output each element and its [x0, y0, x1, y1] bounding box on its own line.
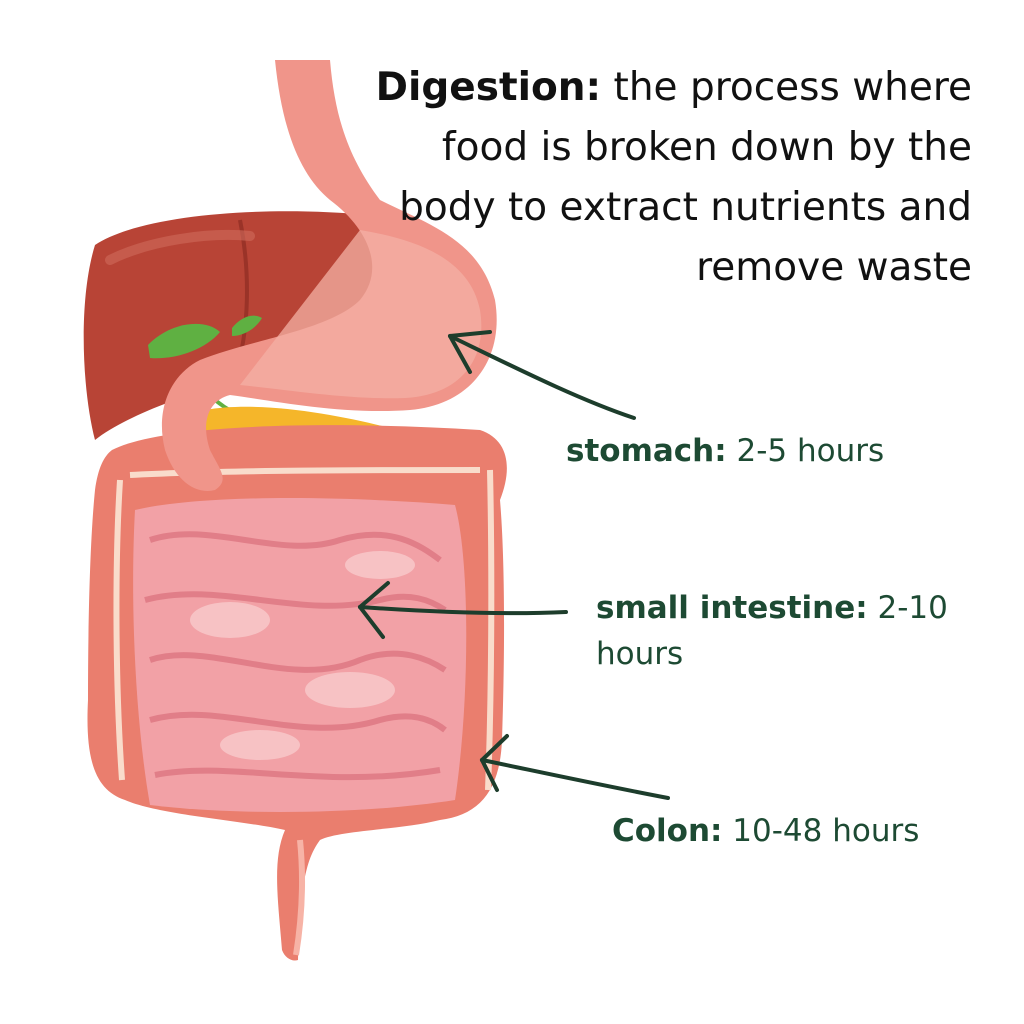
label-stomach-duration: 2-5 hours [736, 433, 885, 469]
label-colon: Colon: 10-48 hours [612, 808, 919, 854]
small-intestine [133, 498, 467, 812]
arrow-colon [480, 734, 670, 800]
label-small-intestine-name: small intestine: [596, 590, 868, 626]
heading-definition: the process where food is broken down by… [399, 65, 972, 290]
label-colon-name: Colon: [612, 813, 723, 849]
arrow-stomach [448, 330, 636, 420]
arrow-small-intestine [358, 581, 568, 639]
label-stomach-name: stomach: [566, 433, 727, 469]
label-colon-duration: 10-48 hours [732, 813, 920, 849]
label-stomach: stomach: 2-5 hours [566, 428, 884, 474]
heading-term: Digestion: [375, 65, 602, 110]
definition-heading: Digestion: the process where food is bro… [352, 58, 972, 298]
label-small-intestine-duration: 2-10 hours [596, 590, 948, 672]
label-small-intestine: small intestine: 2-10 hours [596, 585, 986, 677]
stomach [161, 60, 497, 491]
